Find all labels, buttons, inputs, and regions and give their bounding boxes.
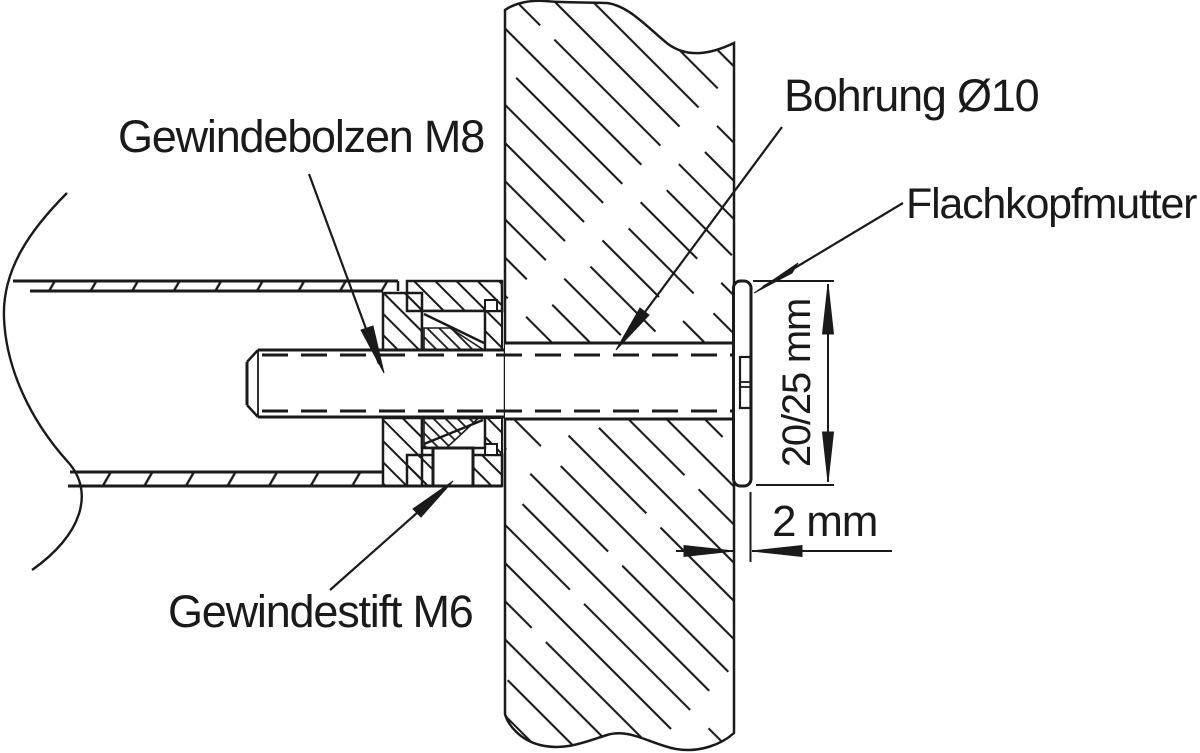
label-set-screw: Gewindestift M6 (168, 586, 474, 637)
dimension-text-nut-diameter: 20/25 mm (775, 298, 819, 468)
adapter-upper (381, 279, 504, 352)
arrowhead-down (821, 431, 835, 483)
wall (503, 0, 736, 752)
leader-lines (307, 126, 904, 591)
tube-break-line (2, 192, 83, 571)
label-bore: Bohrung Ø10 (784, 70, 1040, 121)
label-threaded-bolt: Gewindebolzen M8 (118, 111, 485, 162)
set-screw (431, 446, 475, 488)
dimension-nut-diameter (753, 280, 835, 486)
arrowhead-right (683, 544, 735, 558)
leader-setscrew (329, 480, 454, 591)
adapter-lower (381, 416, 504, 488)
dimension-text-nut-thickness: 2 mm (772, 497, 878, 546)
label-flat-head-nut: Flachkopfmutter (906, 180, 1197, 228)
expander-wedge-lower (420, 416, 487, 450)
expander-wedge-upper (420, 309, 487, 352)
leader-nut (753, 202, 904, 294)
flat-head-nut (732, 279, 753, 488)
arrowhead-left (751, 544, 803, 558)
arrowhead-up (821, 283, 835, 335)
leader-bore (615, 126, 783, 351)
leader-bolt (307, 173, 385, 374)
threaded-bolt (245, 348, 741, 419)
dimension-nut-thickness (676, 492, 892, 562)
tube (2, 192, 502, 571)
